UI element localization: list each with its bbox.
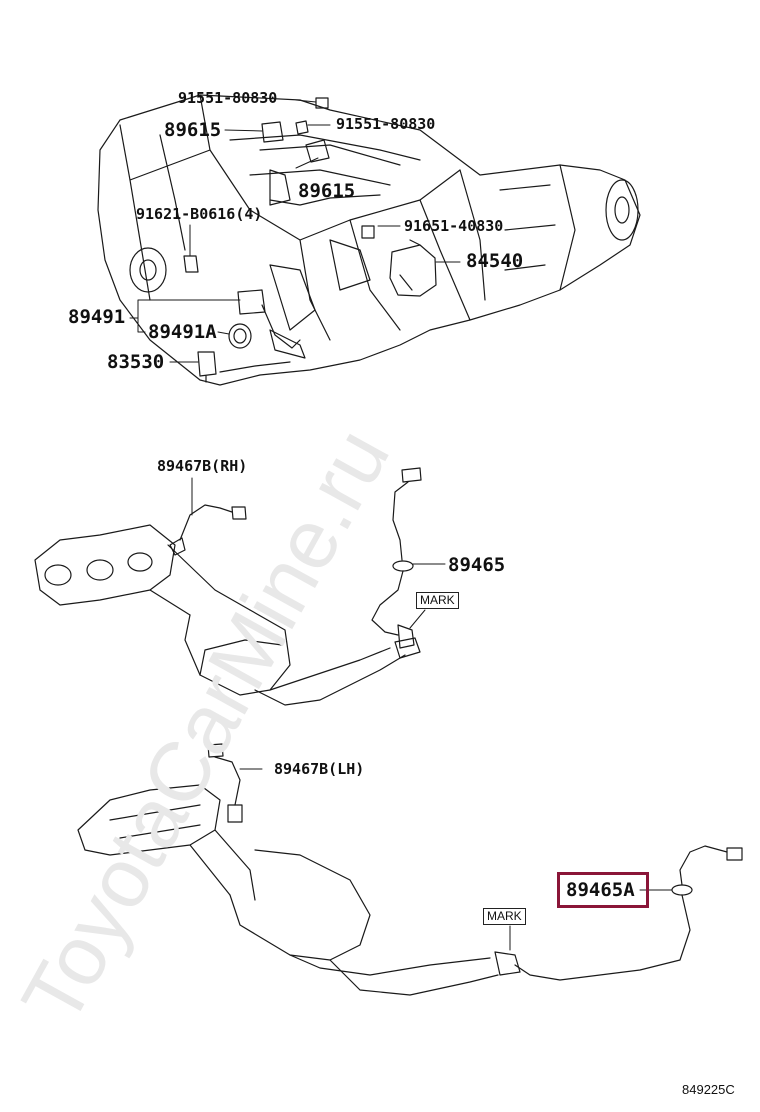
highlight-box xyxy=(557,872,649,908)
mark-callout-2: MARK xyxy=(483,908,526,926)
label-84540[interactable]: 84540 xyxy=(466,250,524,272)
label-89615-a[interactable]: 89615 xyxy=(164,119,222,141)
mark-callout-1: MARK xyxy=(416,592,459,610)
lh-exhaust-illustration xyxy=(77,743,743,996)
label-89491a[interactable]: 89491A xyxy=(148,321,217,343)
label-89491[interactable]: 89491 xyxy=(68,306,126,328)
label-89467b-lh[interactable]: 89467B(LH) xyxy=(274,760,365,778)
label-89467b-rh[interactable]: 89467B(RH) xyxy=(157,457,248,475)
rh-exhaust-illustration xyxy=(34,467,422,706)
label-89615-b[interactable]: 89615 xyxy=(298,180,356,202)
label-83530[interactable]: 83530 xyxy=(107,351,165,373)
label-91551-80830-b[interactable]: 91551-80830 xyxy=(336,115,436,133)
label-91551-80830-a[interactable]: 91551-80830 xyxy=(178,89,278,107)
engine-leader-lines xyxy=(129,99,461,363)
lh-leader-lines xyxy=(239,768,673,951)
rh-leader-lines xyxy=(191,477,446,629)
engine-transmission-illustration xyxy=(97,94,641,386)
figure-id: 849225C xyxy=(682,1082,735,1097)
label-91651-40830[interactable]: 91651-40830 xyxy=(404,217,504,235)
label-91621-b0616[interactable]: 91621-B0616(4) xyxy=(136,205,263,223)
label-89465a[interactable]: 89465A xyxy=(566,879,635,901)
label-89465[interactable]: 89465 xyxy=(448,554,506,576)
